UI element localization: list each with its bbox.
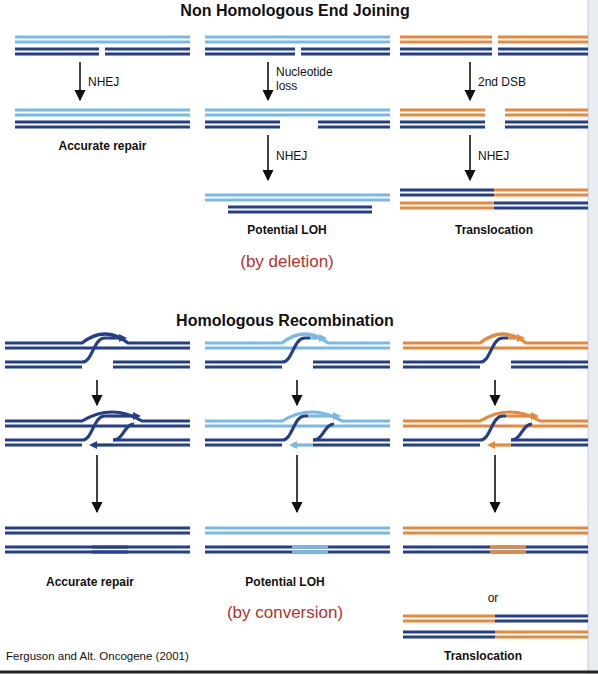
translocated-duplex xyxy=(495,632,588,637)
broken-duplex xyxy=(15,49,190,54)
translocated-duplex xyxy=(494,190,588,195)
step-arrow xyxy=(494,455,496,512)
step-arrow xyxy=(494,380,496,405)
broken-duplex xyxy=(400,49,588,54)
dna-duplex xyxy=(205,110,390,115)
step-arrow xyxy=(469,62,471,100)
translocated-duplex xyxy=(400,203,494,208)
broken-duplex xyxy=(205,122,390,127)
broken-duplex xyxy=(400,110,588,115)
broken-duplex xyxy=(400,37,588,42)
frame-bar xyxy=(588,0,598,674)
step-arrow xyxy=(296,455,298,512)
repaired-pair xyxy=(5,528,190,552)
step-arrow xyxy=(296,380,298,405)
dna-duplex xyxy=(15,122,190,127)
outcome-label: Translocation xyxy=(388,650,578,664)
translocated-duplex xyxy=(495,616,588,621)
step-label: NHEJ xyxy=(276,150,336,164)
step-arrow xyxy=(79,62,81,100)
repaired-pair xyxy=(403,528,588,552)
mechanism-note: (by deletion) xyxy=(192,252,382,272)
translocated-duplex xyxy=(403,616,495,621)
section-heading: Homologous Recombination xyxy=(85,312,485,330)
dna-duplex xyxy=(15,37,190,42)
frame-line xyxy=(588,0,589,674)
step-arrow xyxy=(469,135,471,180)
outcome-label: Potential LOH xyxy=(190,576,380,590)
hr-column xyxy=(205,334,390,552)
outcome-label: Accurate repair xyxy=(15,140,190,154)
step-arrow xyxy=(267,62,269,100)
dna-duplex xyxy=(205,195,390,200)
strand-invasion xyxy=(205,334,390,367)
broken-duplex xyxy=(400,122,588,127)
hr-column xyxy=(403,334,588,552)
mechanism-note: (by conversion) xyxy=(190,603,380,623)
translocated-duplex xyxy=(494,203,588,208)
step-label: Nucleotide loss xyxy=(276,66,342,94)
translocated-duplex xyxy=(400,190,494,195)
deleted-duplex xyxy=(228,207,372,212)
dna-duplex xyxy=(205,37,390,42)
outcome-label: Potential LOH xyxy=(192,224,382,238)
step-arrow xyxy=(267,135,269,180)
dna-duplex xyxy=(15,110,190,115)
double-holliday-junction xyxy=(403,412,588,449)
step-arrow xyxy=(96,380,98,405)
double-holliday-junction xyxy=(205,412,390,449)
section-heading: Non Homologous End Joining xyxy=(85,2,505,20)
double-holliday-junction xyxy=(5,412,190,449)
step-label: NHEJ xyxy=(478,150,538,164)
hr-column xyxy=(5,334,190,552)
step-label: 2nd DSB xyxy=(478,76,568,90)
outcome-label: Accurate repair xyxy=(0,576,180,590)
source-caption: Ferguson and Alt. Oncogene (2001) xyxy=(6,650,286,663)
strand-invasion xyxy=(403,334,588,367)
step-arrow xyxy=(96,455,98,512)
step-label: NHEJ xyxy=(88,76,148,90)
frame-line xyxy=(0,671,598,674)
strand-invasion xyxy=(5,334,190,367)
alternative-word: or xyxy=(398,592,588,606)
outcome-label: Translocation xyxy=(400,224,588,238)
broken-duplex xyxy=(205,49,390,54)
repaired-pair xyxy=(205,528,390,552)
translocated-duplex xyxy=(403,632,495,637)
